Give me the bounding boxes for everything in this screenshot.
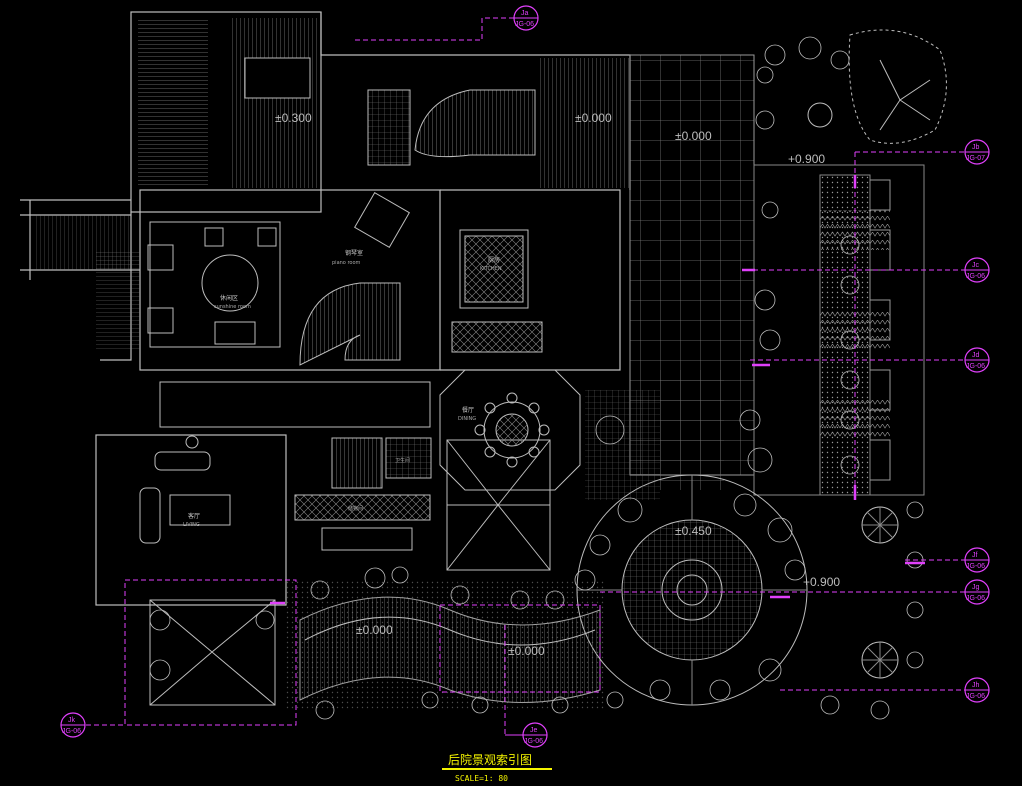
spiral-stair-top bbox=[414, 89, 536, 158]
room-label-dining-en: DINING bbox=[458, 416, 476, 422]
svg-text:JG-06: JG-06 bbox=[966, 595, 985, 602]
deck-hatch-mid bbox=[230, 18, 320, 188]
elev-label-5: ±0.450 bbox=[675, 524, 712, 538]
svg-text:JG-06: JG-06 bbox=[966, 563, 985, 570]
svg-text:JG-06: JG-06 bbox=[524, 738, 543, 745]
room-label-piano-en: piano room bbox=[332, 260, 361, 266]
room-label-dining: 餐厅 bbox=[462, 406, 474, 414]
svg-text:Ja: Ja bbox=[521, 10, 529, 17]
marker-Jd[interactable]: Jd JG-06 bbox=[964, 347, 990, 373]
room-label-sunroom-en: sunshine room bbox=[214, 304, 251, 310]
elev-label-7: ±0.000 bbox=[356, 623, 393, 637]
dining-octagon bbox=[439, 369, 581, 491]
marker-Jg[interactable]: Jg JG-06 bbox=[964, 579, 990, 605]
deck-hatch-left bbox=[138, 18, 208, 188]
room-label-kitchen: 厨房 bbox=[488, 256, 500, 264]
drawing-scale: SCALE=1: 80 bbox=[455, 774, 508, 783]
svg-text:Jg: Jg bbox=[972, 584, 980, 591]
elev-label-1: ±0.300 bbox=[275, 111, 312, 125]
room-label-living: 客厅 bbox=[188, 512, 200, 520]
room-label-living-en: LIVING bbox=[183, 522, 200, 528]
shrubs bbox=[149, 36, 924, 720]
drawing-title: 后院景观索引图 bbox=[448, 753, 532, 767]
svg-text:Jc: Jc bbox=[972, 262, 980, 269]
tree-outline bbox=[848, 29, 947, 144]
index-lines bbox=[86, 17, 965, 735]
elev-label-4: +0.900 bbox=[788, 152, 825, 166]
svg-text:Jk: Jk bbox=[68, 717, 76, 724]
svg-text:JG-07: JG-07 bbox=[966, 155, 985, 162]
elev-label-8: ±0.000 bbox=[508, 644, 545, 658]
svg-text:JG-06: JG-06 bbox=[966, 363, 985, 370]
room-label-sunroom: 休闲区 bbox=[220, 294, 238, 302]
svg-text:JG-06: JG-06 bbox=[966, 693, 985, 700]
svg-text:JG-06: JG-06 bbox=[966, 273, 985, 280]
elev-label-3: ±0.000 bbox=[675, 129, 712, 143]
marker-Jf[interactable]: Jf JG-06 bbox=[964, 547, 990, 573]
svg-text:Jf: Jf bbox=[972, 552, 978, 559]
room-label-bath: 卫生间 bbox=[395, 457, 410, 464]
marker-Jb[interactable]: Jb JG-07 bbox=[964, 139, 990, 165]
marker-Jc[interactable]: Jc JG-06 bbox=[964, 257, 990, 283]
room-label-kitchen-en: KITCHEN bbox=[480, 266, 502, 272]
svg-text:Je: Je bbox=[530, 727, 538, 734]
marker-Jh[interactable]: Jh JG-06 bbox=[964, 677, 990, 703]
elev-label-2: ±0.000 bbox=[575, 111, 612, 125]
svg-text:JG-06: JG-06 bbox=[515, 21, 534, 28]
marker-Je[interactable]: Je JG-06 bbox=[522, 722, 548, 748]
room-label-storage: 储物间 bbox=[348, 505, 363, 512]
svg-text:JG-06: JG-06 bbox=[62, 728, 81, 735]
svg-text:Jb: Jb bbox=[972, 144, 980, 151]
elev-label-6: +0.900 bbox=[803, 575, 840, 589]
marker-Jk[interactable]: Jk JG-06 bbox=[60, 712, 86, 738]
deck-hatch-right bbox=[540, 58, 630, 188]
svg-text:Jh: Jh bbox=[972, 682, 980, 689]
room-label-piano: 钢琴室 bbox=[345, 249, 363, 257]
svg-text:Jd: Jd bbox=[972, 352, 980, 359]
marker-Ja[interactable]: Ja JG-06 bbox=[513, 5, 539, 31]
circular-plaza bbox=[576, 474, 808, 706]
spiral-stair-mid bbox=[299, 282, 401, 366]
